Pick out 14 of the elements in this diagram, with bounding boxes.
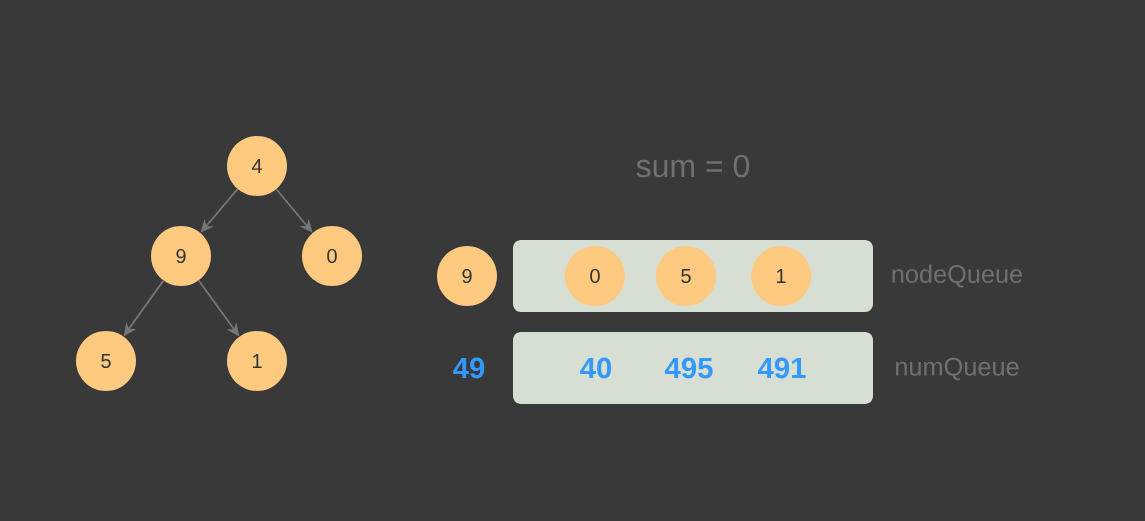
number-text: 495: [665, 357, 713, 379]
circle-node: 0: [302, 226, 362, 286]
circle-node: 1: [227, 331, 287, 391]
circle-node: 0: [565, 246, 625, 306]
circle-node: 1: [751, 246, 811, 306]
number-text: 40: [580, 357, 612, 379]
number-text: 49: [453, 357, 485, 379]
number-text: 491: [758, 357, 806, 379]
circle-node: 9: [151, 226, 211, 286]
circle-node: 4: [227, 136, 287, 196]
circle-node: 5: [656, 246, 716, 306]
circle-node: 9: [437, 246, 497, 306]
circle-node: 5: [76, 331, 136, 391]
queue-box: [513, 332, 873, 404]
